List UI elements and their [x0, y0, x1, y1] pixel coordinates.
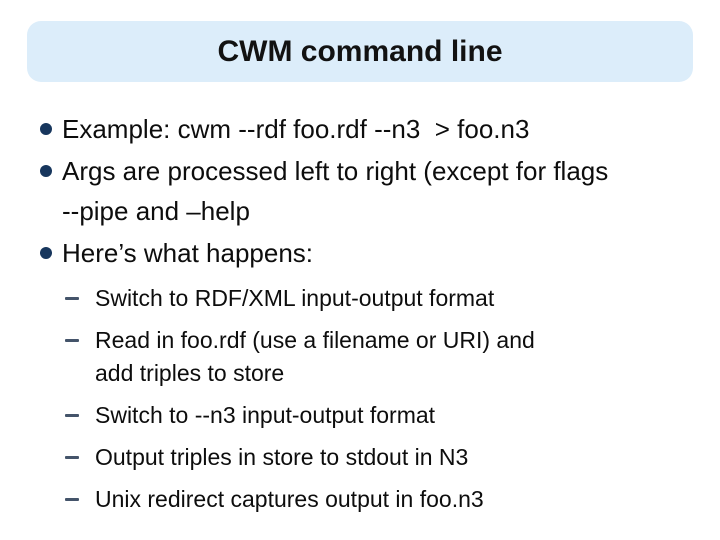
bullet-circle-icon	[40, 247, 52, 259]
bullet-circle-icon	[40, 165, 52, 177]
bullet-line: Args are processed left to right (except…	[62, 156, 609, 186]
sub-bullet-item-switch-n3: Switch to --n3 input-output format	[65, 399, 710, 432]
bullet-circle-icon	[40, 123, 52, 135]
bullet-list: Example: cwm --rdf foo.rdf --n3 > foo.n3…	[40, 109, 710, 516]
sub-bullet-item-switch-rdfxml: Switch to RDF/XML input-output format	[65, 282, 710, 315]
bullet-line: Example: cwm --rdf foo.rdf --n3 > foo.n3	[62, 114, 530, 144]
sub-bullet-item-output-triples: Output triples in store to stdout in N3	[65, 441, 710, 474]
sub-bullet-line: Switch to RDF/XML input-output format	[95, 285, 495, 311]
dash-icon	[65, 297, 79, 300]
bullet-line: --pipe and –help	[62, 196, 250, 226]
sub-bullet-line: Unix redirect captures output in foo.n3	[95, 486, 484, 512]
bullet-item-heres-what-happens: Here’s what happens:	[40, 233, 710, 273]
sub-bullet-line: Output triples in store to stdout in N3	[95, 444, 469, 470]
sub-bullet-line: Read in foo.rdf (use a filename or URI) …	[95, 327, 535, 353]
dash-icon	[65, 498, 79, 501]
dash-icon	[65, 456, 79, 459]
bullet-item-example: Example: cwm --rdf foo.rdf --n3 > foo.n3	[40, 109, 710, 149]
dash-icon	[65, 414, 79, 417]
dash-icon	[65, 339, 79, 342]
bullet-line: Here’s what happens:	[62, 238, 314, 268]
sub-bullet-line: Switch to --n3 input-output format	[95, 402, 436, 428]
title-box: CWM command line	[27, 21, 693, 82]
page-title: CWM command line	[217, 34, 503, 68]
sub-bullet-line: add triples to store	[95, 360, 285, 386]
bullet-item-args: Args are processed left to right (except…	[40, 151, 710, 231]
sub-bullet-item-unix-redirect: Unix redirect captures output in foo.n3	[65, 483, 710, 516]
sub-bullet-item-read-foordf: Read in foo.rdf (use a filename or URI) …	[65, 324, 710, 390]
